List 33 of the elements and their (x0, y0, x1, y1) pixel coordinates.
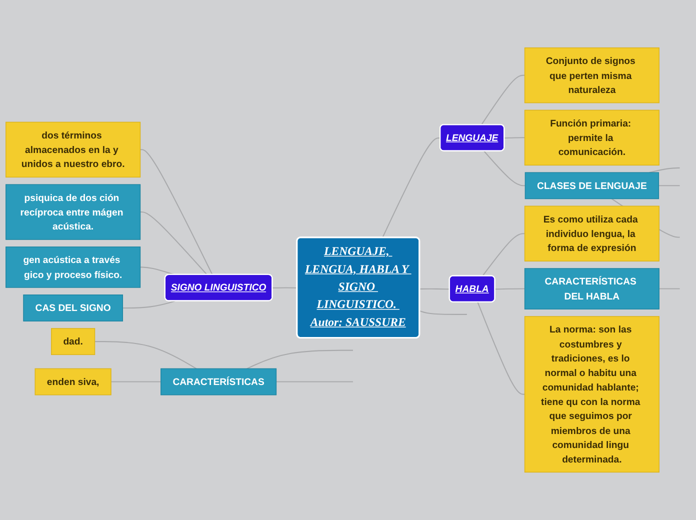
connector (246, 350, 353, 370)
connector (140, 212, 208, 276)
node-box: CARACTERÍSTICAS DEL HABLA (524, 268, 660, 310)
connector (504, 137, 525, 139)
node-box: psiquica de dos ción recíproca entre mágen acústica. (6, 184, 141, 240)
node-box: dad. (51, 328, 96, 356)
connector (477, 302, 525, 395)
node-box: enden siva, (34, 368, 112, 396)
connector (140, 149, 213, 276)
connector (111, 381, 161, 382)
node-box: Es como utiliza cada individuo lengua, la forma de expresión (524, 206, 660, 262)
connector (272, 287, 298, 288)
connector (482, 233, 525, 276)
node-box: CARACTERÍSTICAS (160, 368, 277, 396)
connector (382, 137, 440, 238)
connector (480, 74, 525, 126)
connector (659, 288, 680, 290)
connector (122, 300, 176, 308)
connector (658, 185, 680, 186)
node-box: CLASES DE LENGUAJE (524, 172, 660, 200)
connector (94, 341, 197, 370)
node-box: Función primaria: permite la comunicación. (524, 110, 660, 166)
connector (495, 288, 525, 290)
node-box: gen acústica a través gico y proceso físico. (6, 246, 141, 288)
node-box: CAS DEL SIGNO (23, 294, 124, 322)
connector (484, 150, 526, 186)
connector (420, 288, 450, 290)
node-box: La norma: son las costumbres y tradiciones, es lo normal o habitu una comunidad hablante; tiene qu con la norma que seguimos por miembros de una comunidad lingu determinada. (524, 316, 660, 473)
node-box: dos términos almacenados en la y unidos a nuestro ebro. (6, 122, 141, 178)
connector (649, 167, 680, 174)
node-box: Conjunto de signos que perten misma naturaleza (524, 47, 660, 104)
connector (420, 310, 467, 315)
connector (276, 381, 353, 382)
